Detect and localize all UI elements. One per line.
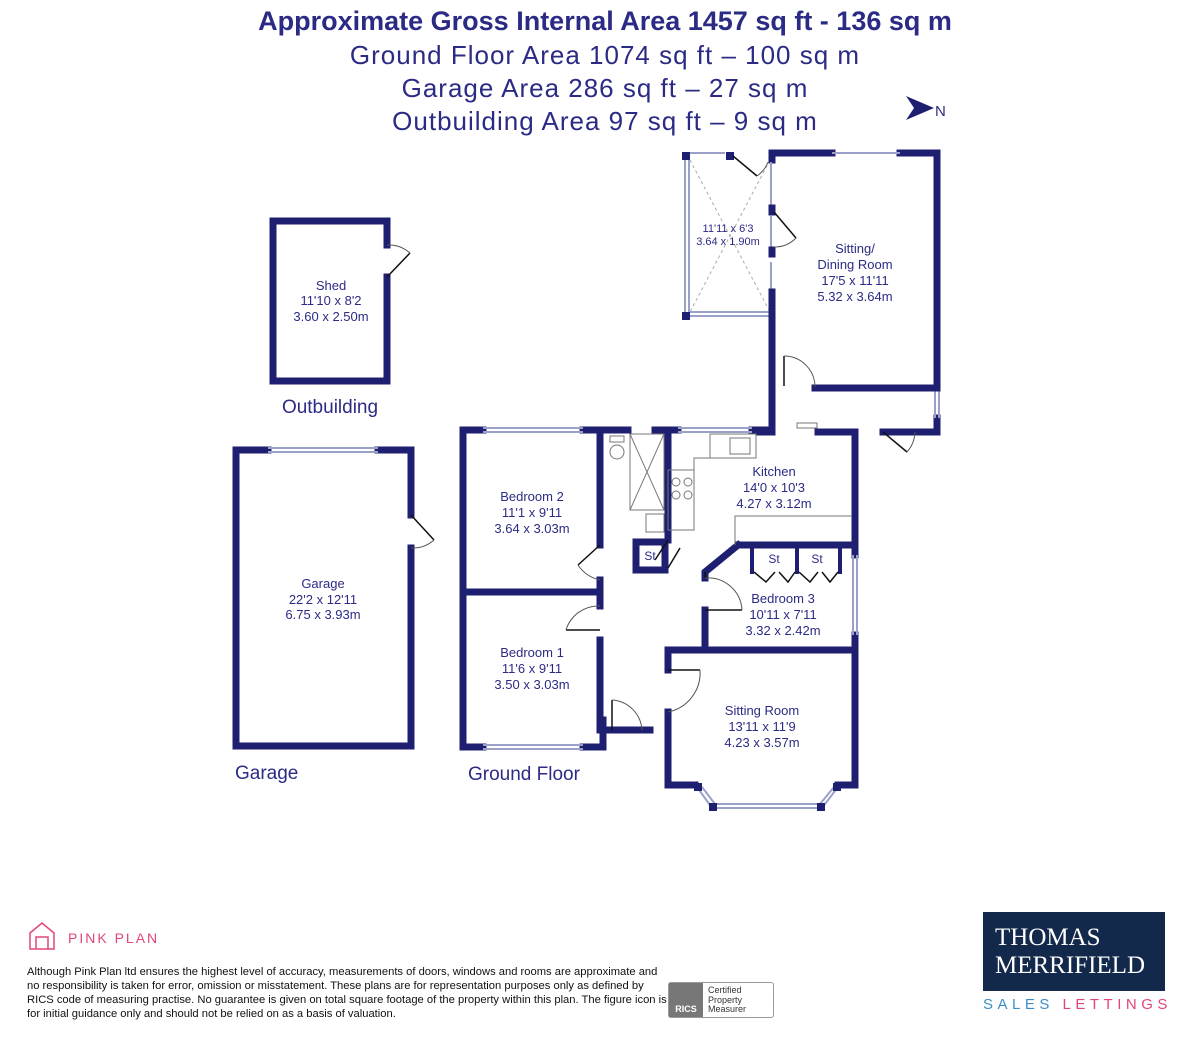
shed-plan: Shed 11'10 x 8'2 3.60 x 2.50m Outbuildin… [269, 217, 411, 418]
svg-text:Sitting Room: Sitting Room [725, 703, 799, 718]
svg-text:3.64 x 3.03m: 3.64 x 3.03m [494, 521, 569, 536]
svg-text:Bedroom 2: Bedroom 2 [500, 489, 564, 504]
svg-text:St: St [811, 552, 823, 566]
svg-text:Bedroom 3: Bedroom 3 [751, 591, 815, 606]
agent-services: SALES LETTINGS [983, 996, 1172, 1013]
outbuilding-area: Outbuilding Area 97 sq ft – 9 sq m [392, 106, 818, 136]
svg-text:Garage: Garage [301, 576, 344, 591]
svg-text:5.32 x 3.64m: 5.32 x 3.64m [817, 289, 892, 304]
svg-text:13'11 x 11'9: 13'11 x 11'9 [728, 719, 795, 734]
rics-line: Certified [708, 985, 742, 995]
svg-text:Bedroom 1: Bedroom 1 [500, 645, 564, 660]
svg-text:11'1 x 9'11: 11'1 x 9'11 [502, 505, 562, 520]
garage-plan: Garage 22'2 x 12'11 6.75 x 3.93m Garage [232, 446, 435, 784]
svg-text:22'2 x 12'11: 22'2 x 12'11 [289, 592, 357, 607]
svg-text:11'10 x 8'2: 11'10 x 8'2 [300, 293, 361, 308]
thomas-merrifield-logo: THOMAS MERRIFIELD [983, 912, 1165, 991]
svg-text:17'5 x 11'11: 17'5 x 11'11 [821, 273, 888, 288]
svg-text:St: St [768, 552, 780, 566]
svg-text:Sitting/: Sitting/ [835, 241, 875, 256]
outbuilding-label: Outbuilding [282, 397, 378, 418]
svg-text:3.50 x 3.03m: 3.50 x 3.03m [494, 677, 569, 692]
disclaimer: Although Pink Plan ltd ensures the highe… [27, 966, 667, 1020]
rics-line: Property [708, 994, 743, 1005]
svg-text:3.60 x 2.50m: 3.60 x 2.50m [293, 309, 368, 324]
sales-label: SALES [983, 996, 1054, 1013]
svg-text:4.27 x 3.12m: 4.27 x 3.12m [736, 496, 811, 511]
svg-text:N: N [935, 103, 946, 120]
north-arrow-icon: N [906, 96, 946, 120]
sitting-dining-plan: Sitting/ Dining Room 17'5 x 11'11 5.32 x… [756, 149, 941, 453]
svg-text:10'11 x 7'11: 10'11 x 7'11 [749, 607, 816, 622]
agent-name-line: MERRIFIELD [995, 952, 1145, 979]
rics-logo: RICS [669, 983, 703, 1017]
lettings-label: LETTINGS [1062, 996, 1172, 1013]
ground-floor-area: Ground Floor Area 1074 sq ft – 100 sq m [349, 40, 861, 70]
svg-text:11'11 x 6'3: 11'11 x 6'3 [703, 223, 754, 235]
svg-text:6.75 x 3.93m: 6.75 x 3.93m [285, 607, 360, 622]
ground-floor-plan: Bedroom 2 11'1 x 9'11 3.64 x 3.03m Bedro… [459, 426, 859, 811]
garage-label: Garage [235, 763, 298, 784]
gross-area-title: Approximate Gross Internal Area 1457 sq … [258, 6, 952, 36]
svg-text:Shed: Shed [316, 278, 346, 293]
svg-text:4.23 x 3.57m: 4.23 x 3.57m [724, 735, 799, 750]
floor-plan: N Shed 11'10 x 8'2 3.60 x 2.50m Outbuild… [232, 96, 946, 811]
svg-text:3.32 x 2.42m: 3.32 x 2.42m [745, 623, 820, 638]
pink-plan-brand: PINK PLAN [68, 930, 160, 946]
svg-text:St: St [644, 549, 656, 563]
pink-plan-logo-icon [28, 921, 56, 951]
rics-line: Measurer [708, 1004, 747, 1014]
ground-floor-label: Ground Floor [468, 764, 581, 785]
garage-area: Garage Area 286 sq ft – 27 sq m [401, 73, 809, 103]
svg-text:3.64 x 1.90m: 3.64 x 1.90m [696, 236, 760, 248]
svg-text:14'0 x 10'3: 14'0 x 10'3 [743, 480, 805, 495]
svg-text:Dining Room: Dining Room [817, 257, 892, 272]
rics-badge: RICS Certified Property Measurer [668, 982, 774, 1018]
svg-text:11'6 x 9'11: 11'6 x 9'11 [502, 661, 562, 676]
svg-text:Kitchen: Kitchen [752, 464, 795, 479]
conservatory-plan: 11'11 x 6'3 3.64 x 1.90m [682, 152, 771, 320]
agent-name-line: THOMAS [995, 924, 1101, 951]
